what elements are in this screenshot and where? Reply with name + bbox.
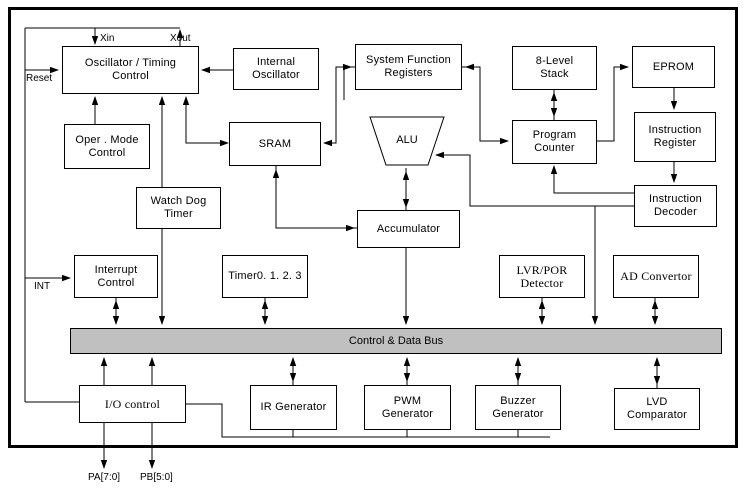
block-buzzer-generator[interactable]: Buzzer Generator (475, 385, 561, 430)
block-pwm-generator[interactable]: PWM Generator (364, 385, 451, 430)
block-oscillator-timing-control[interactable]: Oscillator / Timing Control (62, 46, 199, 94)
control-data-bus[interactable]: Control & Data Bus (70, 328, 722, 354)
block-instruction-register[interactable]: Instruction Register (634, 112, 716, 162)
block-io-control[interactable]: I/O control (79, 385, 186, 423)
block-lvr-por-detector[interactable]: LVR/POR Detector (499, 255, 585, 298)
block-ir-generator[interactable]: IR Generator (250, 385, 337, 430)
block-internal-oscillator[interactable]: Internal Oscillator (233, 48, 319, 90)
block-8-level-stack[interactable]: 8-Level Stack (512, 46, 597, 90)
block-instruction-decoder[interactable]: Instruction Decoder (634, 185, 717, 227)
block-alu-label: ALU (396, 134, 418, 146)
block-accumulator[interactable]: Accumulator (357, 210, 460, 248)
pin-label-reset: Reset (26, 73, 53, 84)
block-system-function-registers[interactable]: System Function Registers (355, 44, 462, 90)
block-eprom[interactable]: EPROM (632, 46, 715, 88)
chip-outline (8, 7, 738, 448)
block-sram[interactable]: SRAM (229, 122, 321, 166)
pin-label-xout: Xout (170, 33, 191, 44)
block-program-counter[interactable]: Program Counter (512, 120, 597, 164)
pin-label-pa: PA[7:0] (88, 472, 121, 483)
pin-label-xin: Xin (100, 33, 115, 44)
block-lvd-comparator[interactable]: LVD Comparator (614, 388, 700, 430)
block-alu-shape[interactable] (366, 114, 448, 170)
pin-label-pb: PB[5:0] (140, 472, 173, 483)
block-timers[interactable]: Timer0. 1. 2. 3 (222, 255, 308, 298)
block-oper-mode-control[interactable]: Oper . Mode Control (64, 124, 150, 169)
block-watch-dog-timer[interactable]: Watch Dog Timer (136, 187, 221, 229)
block-ad-convertor[interactable]: AD Convertor (613, 255, 699, 298)
pin-label-int: INT (34, 281, 51, 292)
block-interrupt-control[interactable]: Interrupt Control (74, 255, 158, 298)
